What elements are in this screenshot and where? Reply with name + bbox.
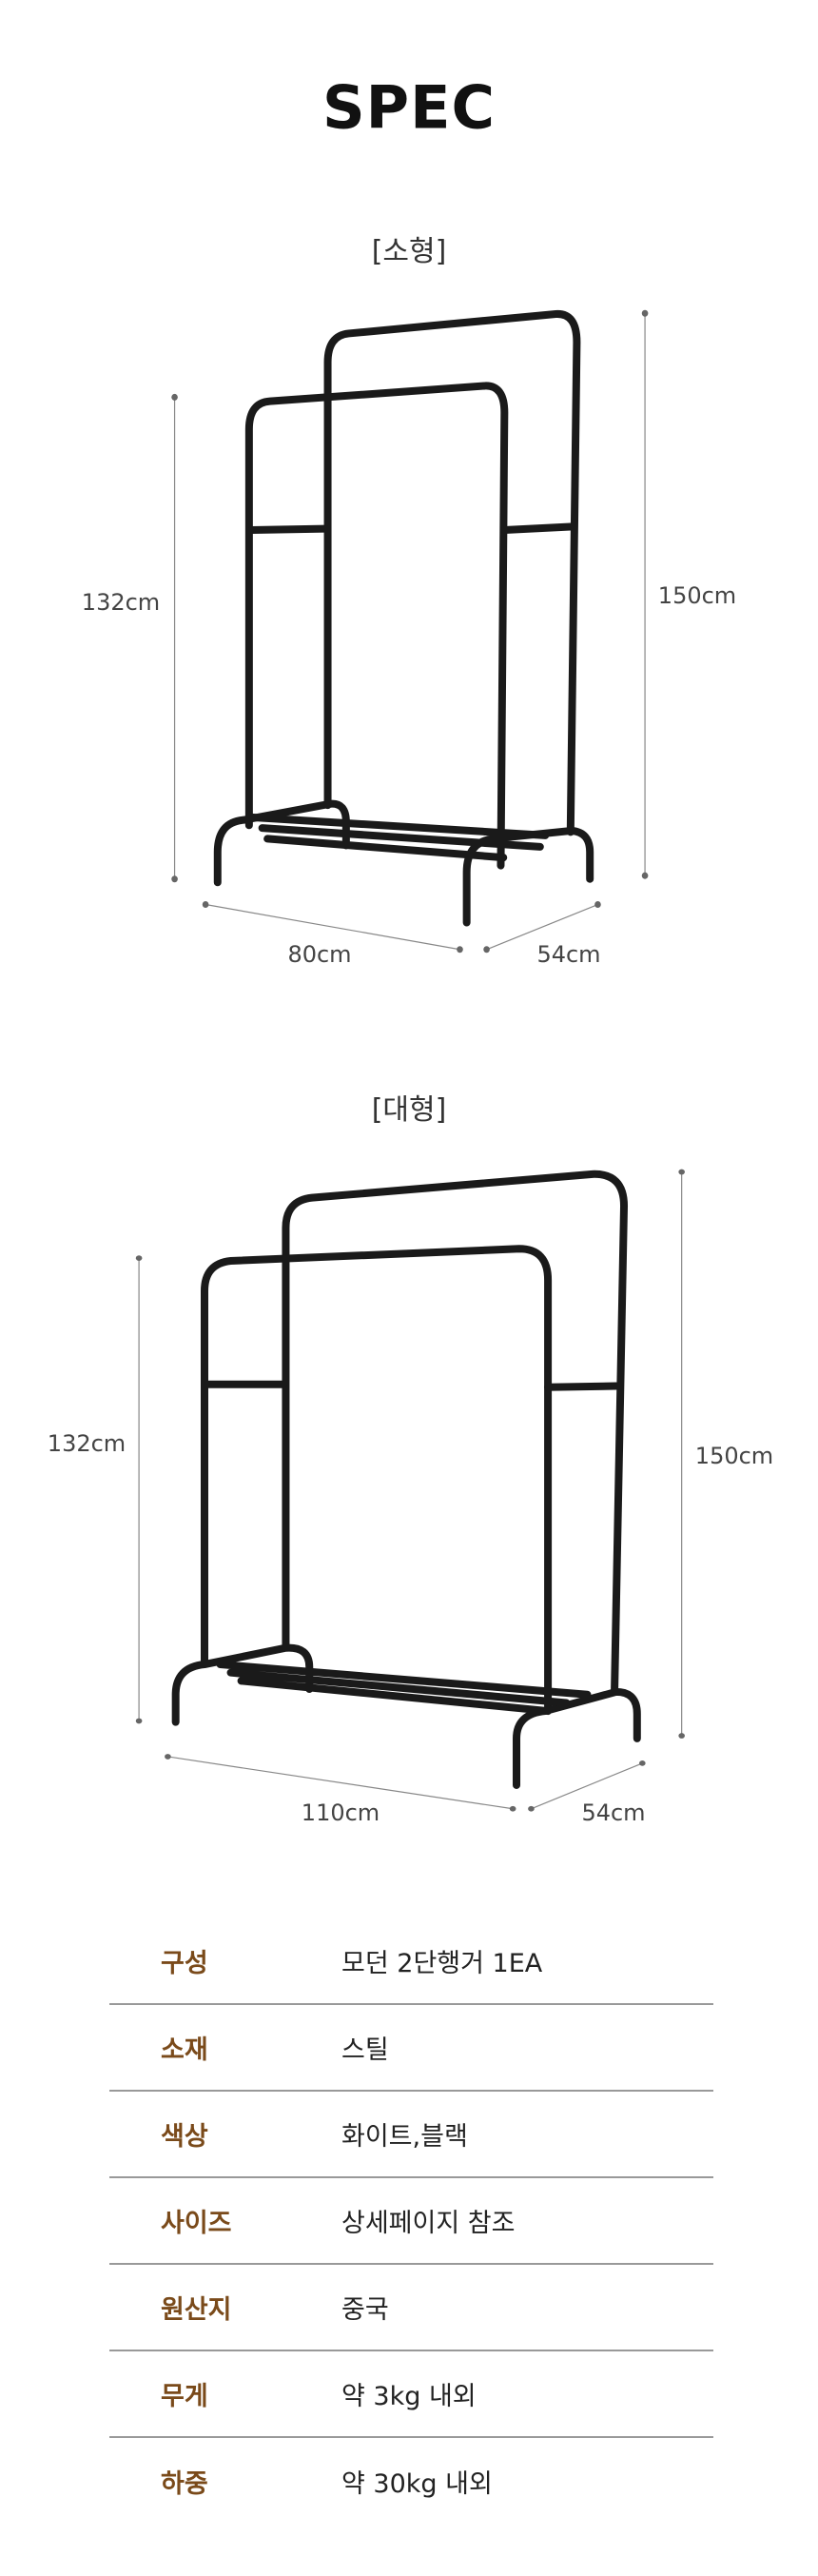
small-size-heading: [소형] [371, 235, 447, 268]
small-depth-label: 54cm [536, 941, 601, 968]
spec-value: 약 3kg 내외 [341, 2382, 477, 2411]
large-depth-label: 54cm [581, 1799, 646, 1826]
page-title: SPEC [322, 72, 496, 143]
large-rack-illustration [135, 1169, 685, 1812]
large-back-height-label: 150cm [694, 1443, 774, 1469]
spec-row: 사이즈 상세페이지 참조 [109, 2178, 713, 2265]
spec-row: 색상 화이트,블랙 [109, 2092, 713, 2178]
spec-label: 소재 [161, 2035, 208, 2065]
large-front-height-label: 132cm [47, 1430, 127, 1457]
small-width-label: 80cm [287, 941, 352, 968]
spec-value: 화이트,블랙 [341, 2122, 468, 2152]
spec-label: 사이즈 [161, 2209, 232, 2238]
spec-row: 원산지 중국 [109, 2265, 713, 2351]
spec-label: 원산지 [161, 2295, 232, 2325]
spec-label: 무게 [161, 2382, 208, 2411]
small-back-height-label: 150cm [657, 582, 737, 609]
spec-value: 상세페이지 참조 [341, 2209, 516, 2238]
small-rack-illustration [171, 309, 649, 954]
spec-value: 스틸 [341, 2035, 389, 2065]
large-width-label: 110cm [301, 1799, 380, 1826]
spec-row: 무게 약 3kg 내외 [109, 2351, 713, 2438]
spec-label: 하중 [161, 2469, 208, 2499]
spec-value: 중국 [341, 2295, 389, 2325]
spec-label: 구성 [161, 1949, 208, 1978]
spec-label: 색상 [161, 2122, 208, 2152]
spec-row: 소재 스틸 [109, 2005, 713, 2092]
large-size-heading: [대형] [371, 1093, 447, 1127]
spec-value: 약 30kg 내외 [341, 2469, 493, 2499]
spec-row: 구성 모던 2단행거 1EA [109, 1918, 713, 2005]
spec-value: 모던 2단행거 1EA [341, 1949, 543, 1978]
small-front-height-label: 132cm [81, 589, 161, 616]
spec-row: 하중 약 30kg 내외 [109, 2438, 713, 2525]
